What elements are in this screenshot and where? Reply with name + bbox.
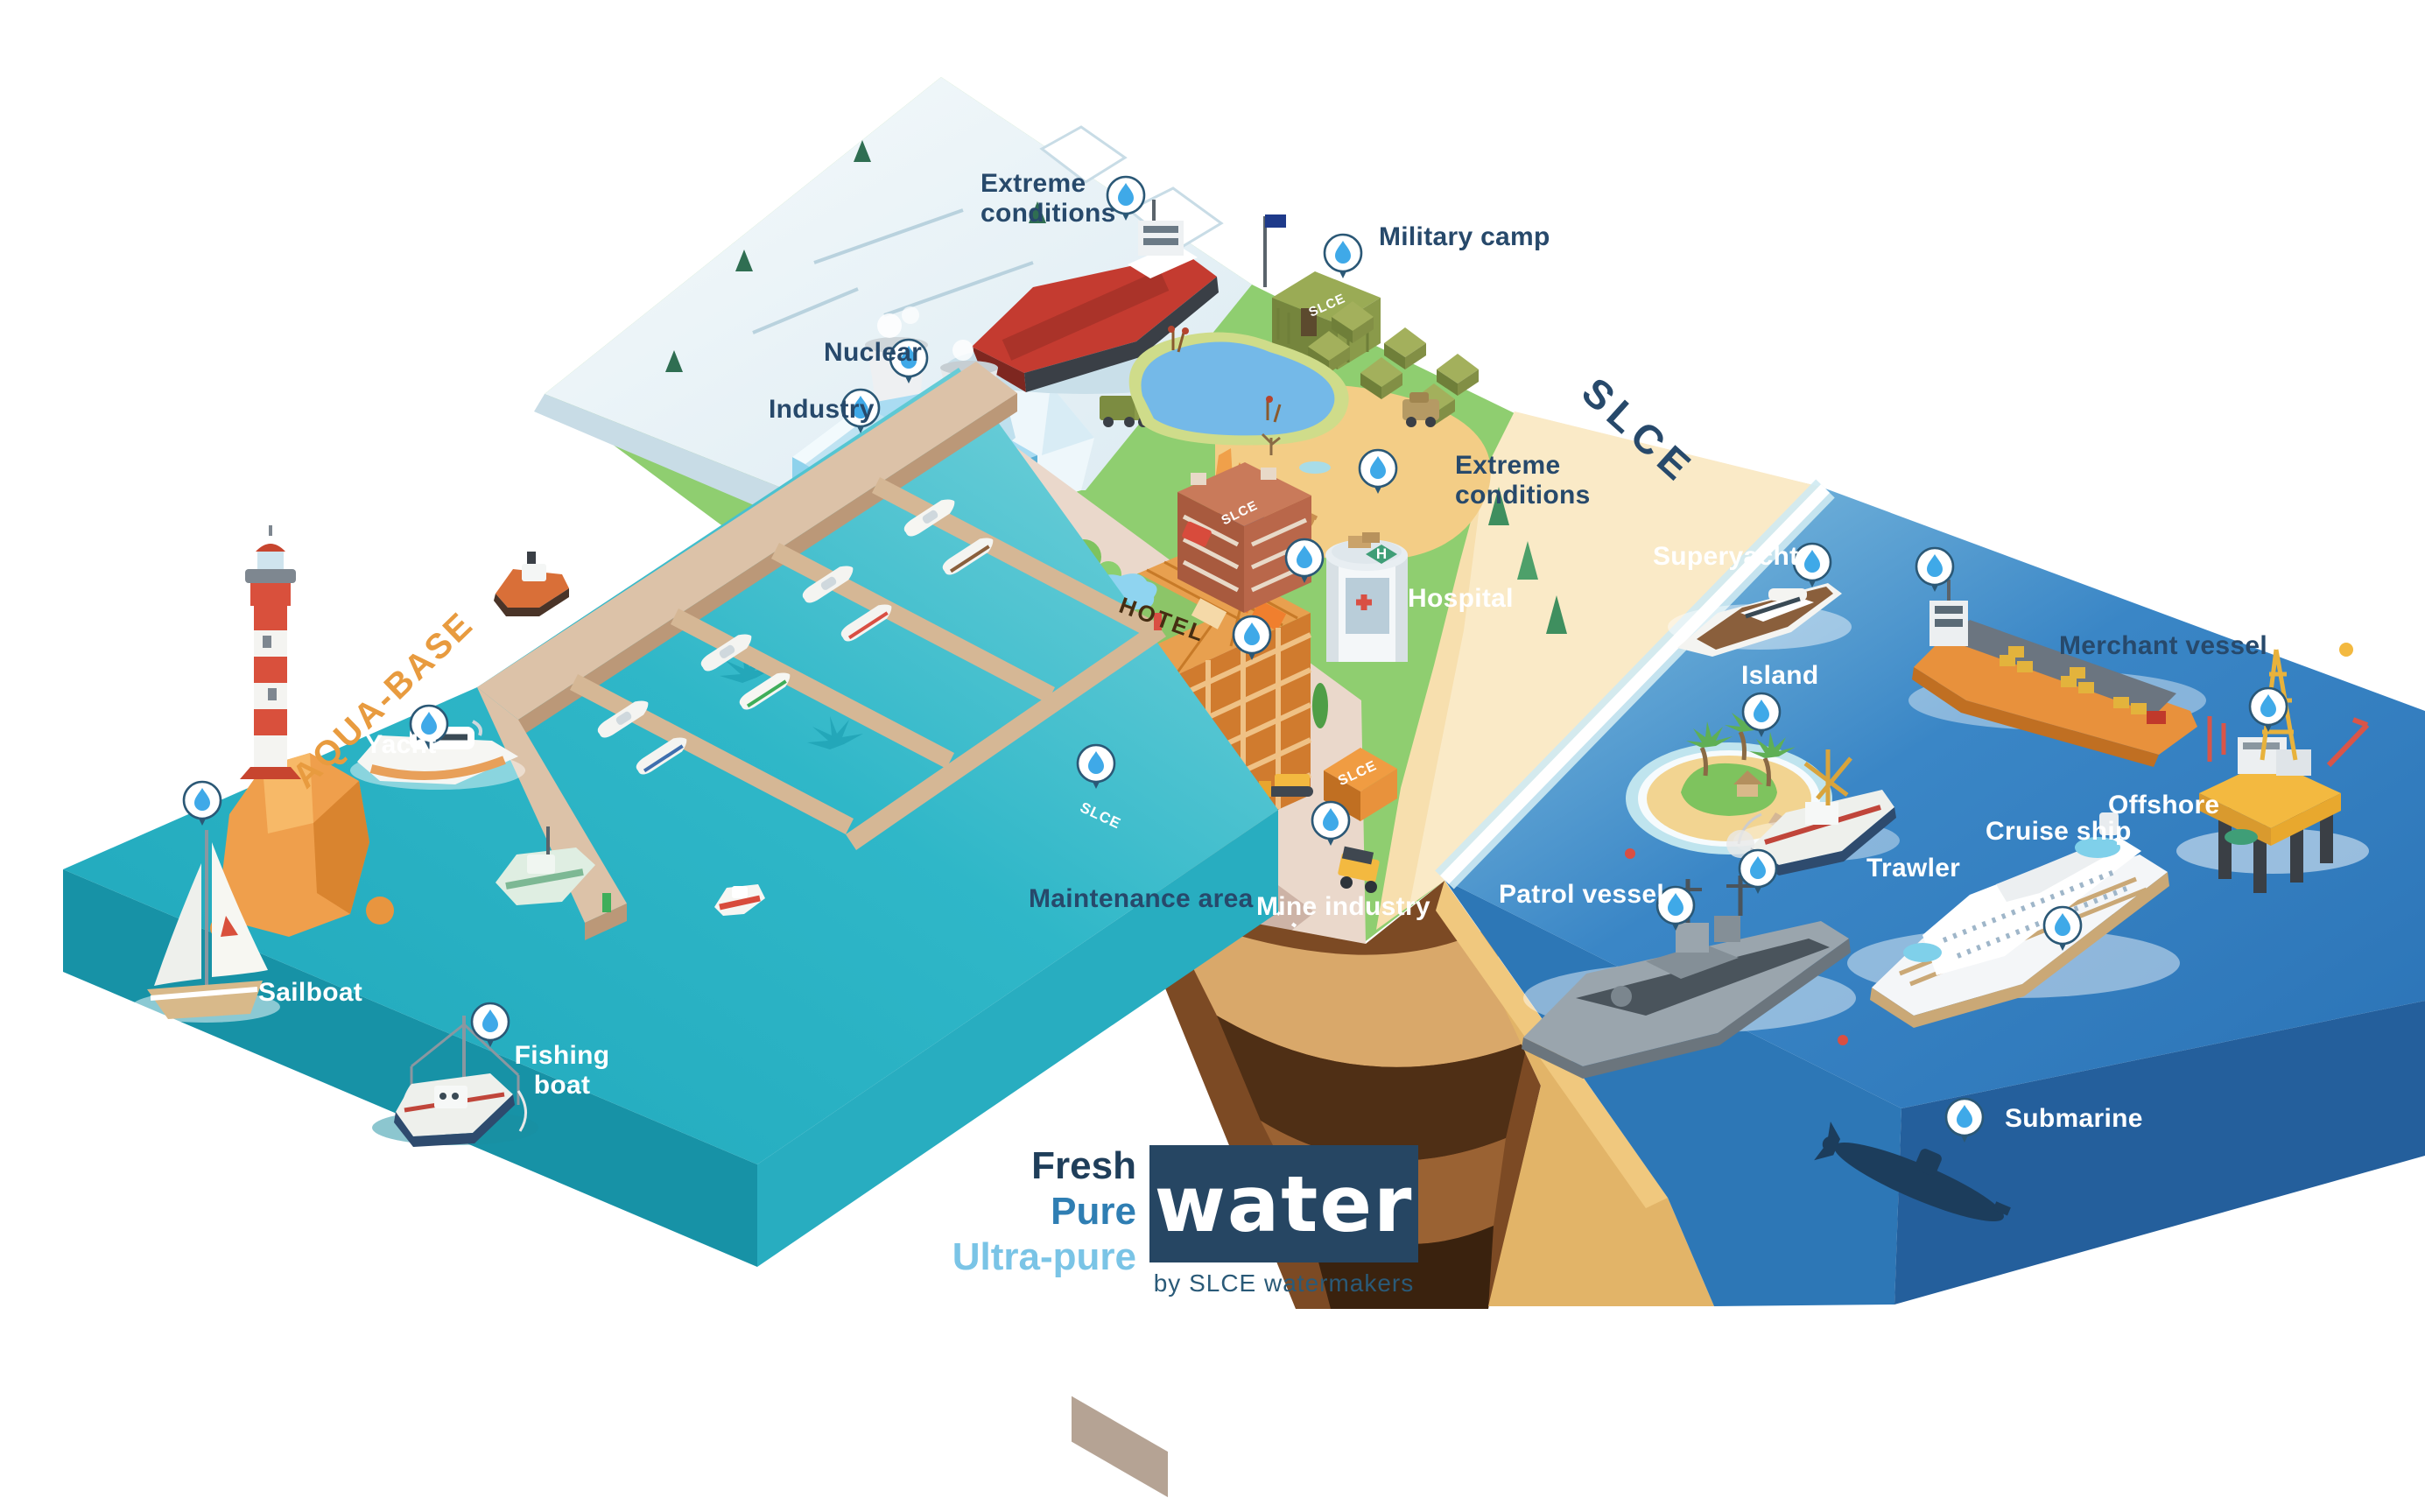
military-camp-area: [1100, 214, 1479, 427]
slce-container-maintenance: SLCE: [1077, 798, 1124, 833]
drop-island-icon: [1740, 690, 1782, 739]
military-humvee: [1402, 392, 1439, 427]
slce-container-desert: SLCE: [1219, 497, 1261, 529]
label-superyacht: Superyacht: [1653, 542, 1799, 571]
drop-trawler-icon: [1737, 847, 1779, 896]
military-tents: [1308, 301, 1479, 425]
drop-maintenance-icon: [1075, 742, 1117, 791]
label-industry: Industry: [769, 395, 875, 424]
drop-hospital-icon: [1283, 536, 1325, 585]
drop-sailboat-icon: [181, 778, 223, 827]
label-sailboat: Sailboat: [258, 978, 363, 1007]
moored-boats: [597, 499, 994, 775]
logo-word-pure: Pure: [1051, 1189, 1136, 1233]
drop-military-icon: [1322, 231, 1364, 280]
buoy: [1838, 1035, 1848, 1045]
sailboat-vessel: [131, 830, 280, 1023]
slce-container-mine-box: [1324, 748, 1397, 821]
superyacht-vessel: [1668, 583, 1852, 657]
breakwater-quay: [477, 362, 1017, 720]
island-hut: [1737, 783, 1758, 797]
bulldozer: [1259, 774, 1313, 797]
drop-cruise-icon: [2042, 904, 2084, 953]
harbor-trawler: [496, 826, 595, 905]
marina-block: [63, 362, 1278, 1267]
drop-fishing-icon: [469, 1000, 511, 1049]
drop-extreme-ice-icon: [1105, 173, 1147, 222]
label-mine-industry: Mine industry: [1256, 892, 1430, 921]
drop-merchant-icon: [1914, 545, 1956, 594]
military-flag: [1265, 214, 1286, 228]
label-military-camp: Military camp: [1379, 222, 1550, 251]
drop-submarine-icon: [1944, 1095, 1986, 1144]
logo-byline: by SLCE watermakers: [1153, 1269, 1415, 1297]
submarine-silhouette: [1814, 1122, 2011, 1221]
slce-container-mine: SLCE: [1336, 757, 1380, 790]
drop-offshore-icon: [2247, 685, 2289, 734]
drop-desert-icon: [1357, 447, 1399, 496]
drop-yacht-icon: [408, 702, 450, 751]
drop-superyacht-icon: [1791, 540, 1833, 589]
military-truck: [1100, 396, 1149, 427]
logo-word-water: water: [1154, 1158, 1414, 1249]
tug-boat: [494, 552, 569, 616]
apartment-building: [1177, 462, 1311, 613]
label-patrol-vessel: Patrol vessel: [1499, 880, 1665, 909]
dump-truck: [1338, 846, 1380, 893]
ambulance: [1182, 521, 1212, 547]
red-cross-icon: [1356, 594, 1372, 610]
label-hospital: Hospital: [1408, 584, 1514, 613]
label-offshore: Offshore: [2108, 791, 2220, 819]
drop-hotel-icon: [1231, 613, 1273, 662]
red-beacon: [1154, 613, 1162, 630]
label-yacht: Yacht: [365, 730, 437, 759]
helipad-sign: [1366, 545, 1397, 564]
label-fishing-boat: Fishing boat: [514, 1041, 610, 1100]
label-maintenance-area: Maintenance area: [1029, 884, 1254, 913]
drop-mine-icon: [1310, 798, 1352, 847]
drop-nuclear-icon: [888, 336, 930, 385]
aqua-base-text: AQUA-BASE: [285, 604, 481, 796]
fishing-boat-vessel: [372, 1016, 538, 1147]
hospital-building: [1325, 532, 1408, 662]
merchant-vessel-ship: [1908, 580, 2206, 767]
label-submarine: Submarine: [2005, 1104, 2143, 1133]
drop-patrol-icon: [1655, 883, 1697, 932]
label-trawler: Trawler: [1866, 854, 1961, 883]
label-nuclear: Nuclear: [824, 338, 923, 367]
logo-water-box: water: [1149, 1145, 1418, 1262]
cruise-ship-vessel: [1847, 812, 2180, 1028]
label-merchant-vessel: Merchant vessel: [2059, 631, 2267, 660]
green-beacon: [602, 893, 611, 912]
logo-word-fresh: Fresh: [1031, 1144, 1136, 1187]
buoy: [1625, 848, 1635, 859]
offshore-platform: [2176, 643, 2370, 893]
label-extreme-conditions-ice: Extreme conditions: [981, 169, 1116, 228]
hospital-helipad-h: H: [1375, 545, 1388, 562]
hotel-sign: HOTEL: [1115, 591, 1210, 648]
mine-pit: [1129, 748, 1541, 1309]
label-extreme-conditions-desert: Extreme conditions: [1455, 451, 1591, 510]
ocean-block: [1435, 479, 2425, 1306]
logo-word-ultra-pure: Ultra-pure: [952, 1234, 1136, 1278]
drop-industry-icon: [840, 386, 882, 435]
label-cruise-ship: Cruise ship: [1986, 817, 2132, 846]
lake: [1128, 326, 1349, 446]
patrol-vessel-ship: [1522, 876, 1856, 1079]
slce-coast-text: SLCE: [1573, 368, 1705, 494]
label-island: Island: [1741, 661, 1819, 690]
slce-container-military: SLCE: [1306, 291, 1348, 320]
rescue-boat: [714, 884, 765, 916]
trawler-vessel: [1726, 749, 1900, 876]
